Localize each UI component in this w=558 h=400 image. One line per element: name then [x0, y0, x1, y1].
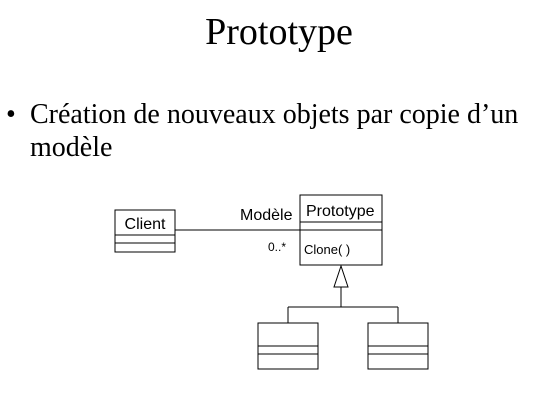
bullet-icon: •	[6, 99, 16, 130]
client-class-name: Client	[125, 216, 166, 233]
client-class: Client	[114, 209, 176, 253]
concrete-prototype-class-1	[257, 322, 319, 370]
association-role-label: Modèle	[240, 207, 293, 224]
prototype-operation-clone: Clone( )	[304, 242, 350, 257]
association-multiplicity-label: 0..*	[268, 240, 286, 254]
prototype-class: Prototype Clone( )	[299, 194, 383, 266]
concrete-prototype-class-2	[367, 322, 429, 370]
client-class-box	[114, 209, 176, 253]
slide-title: Prototype	[205, 11, 353, 53]
bullet-text: Création de nouveaux objets par copie d’…	[30, 99, 519, 163]
prototype-class-name: Prototype	[306, 203, 375, 220]
generalization-arrow-icon	[333, 264, 349, 288]
